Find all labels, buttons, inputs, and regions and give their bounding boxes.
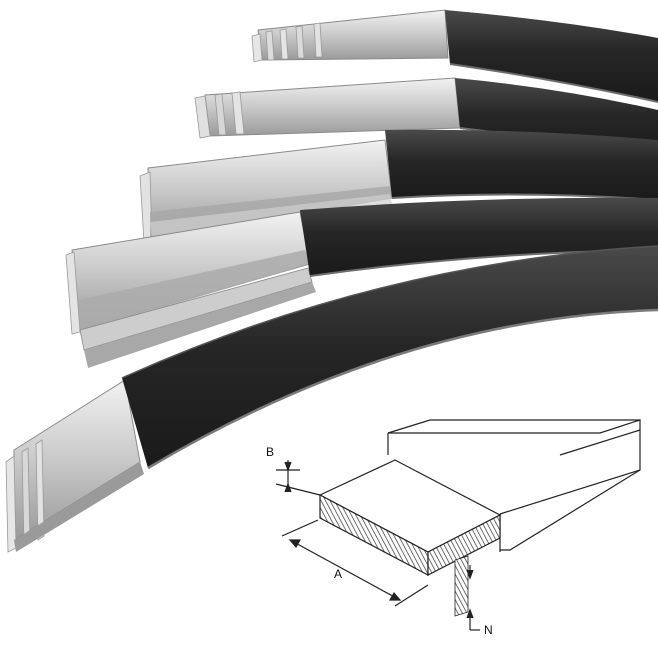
laminated-copper-ends xyxy=(5,379,144,553)
insulation-sleeve xyxy=(445,10,658,102)
busbar-strip-5 xyxy=(5,245,658,553)
dimension-n xyxy=(466,565,480,631)
laminated-copper-ends xyxy=(65,211,316,368)
dimension-b xyxy=(275,460,321,496)
dimension-label-n: N xyxy=(484,623,493,637)
dimension-a xyxy=(281,519,429,607)
laminated-copper-ends xyxy=(194,77,461,139)
busbar-strip-4 xyxy=(65,197,658,368)
dimension-diagram xyxy=(275,419,641,631)
insulation-sleeve xyxy=(385,129,658,200)
busbar-strip-3 xyxy=(139,129,658,243)
laminated-stack xyxy=(318,459,502,617)
laminated-copper-ends xyxy=(251,9,449,63)
dimension-label-a: A xyxy=(334,567,342,581)
insulation-sleeve-outline xyxy=(387,419,641,552)
busbar-strip-1 xyxy=(251,9,658,103)
insulation-sleeve xyxy=(300,197,658,276)
dimension-label-b: B xyxy=(266,445,274,459)
